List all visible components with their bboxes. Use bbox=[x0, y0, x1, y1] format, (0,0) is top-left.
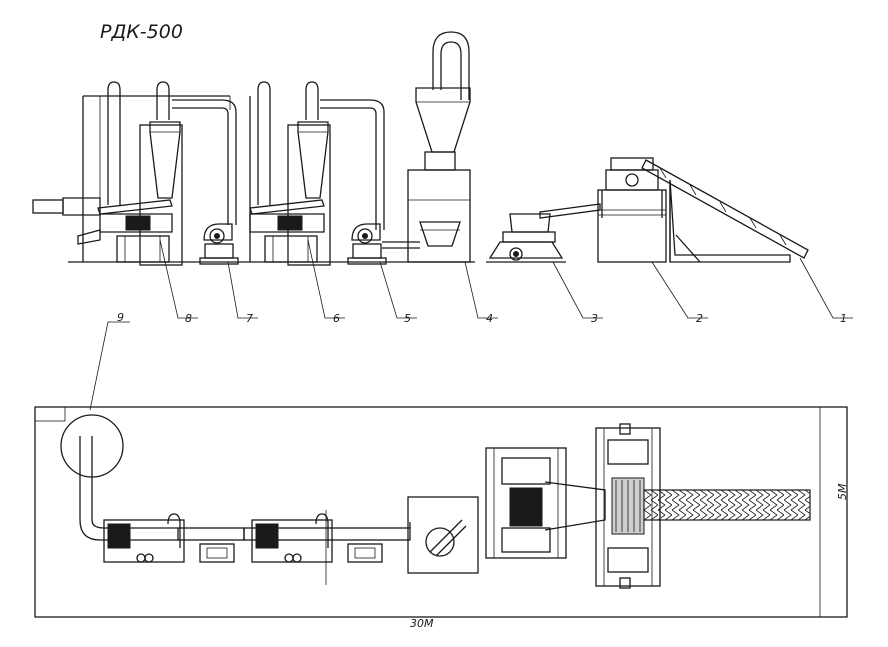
fan-7 bbox=[199, 223, 239, 265]
callout-3: 3 bbox=[591, 312, 598, 325]
dimension-width: 5М bbox=[836, 483, 849, 500]
callout-5: 5 bbox=[404, 312, 411, 325]
callout-6: 6 bbox=[333, 312, 340, 325]
dimension-length: 30М bbox=[410, 617, 434, 630]
shredder-2 bbox=[597, 157, 667, 263]
conveyor-1 bbox=[641, 159, 809, 263]
plan-view: 9 bbox=[34, 311, 849, 630]
side-elevation: 1 2 3 4 5 6 7 8 bbox=[32, 31, 853, 325]
callout-2: 2 bbox=[696, 312, 703, 325]
crusher-3 bbox=[486, 203, 601, 263]
callout-9: 9 bbox=[117, 311, 124, 324]
callout-4: 4 bbox=[486, 312, 493, 325]
callout-7: 7 bbox=[246, 312, 253, 325]
cyclone-unit-4 bbox=[395, 31, 475, 263]
callout-1: 1 bbox=[840, 312, 847, 325]
callout-8: 8 bbox=[185, 312, 192, 325]
drawing-title: РДК-500 bbox=[100, 21, 183, 43]
fan-5 bbox=[347, 223, 387, 265]
